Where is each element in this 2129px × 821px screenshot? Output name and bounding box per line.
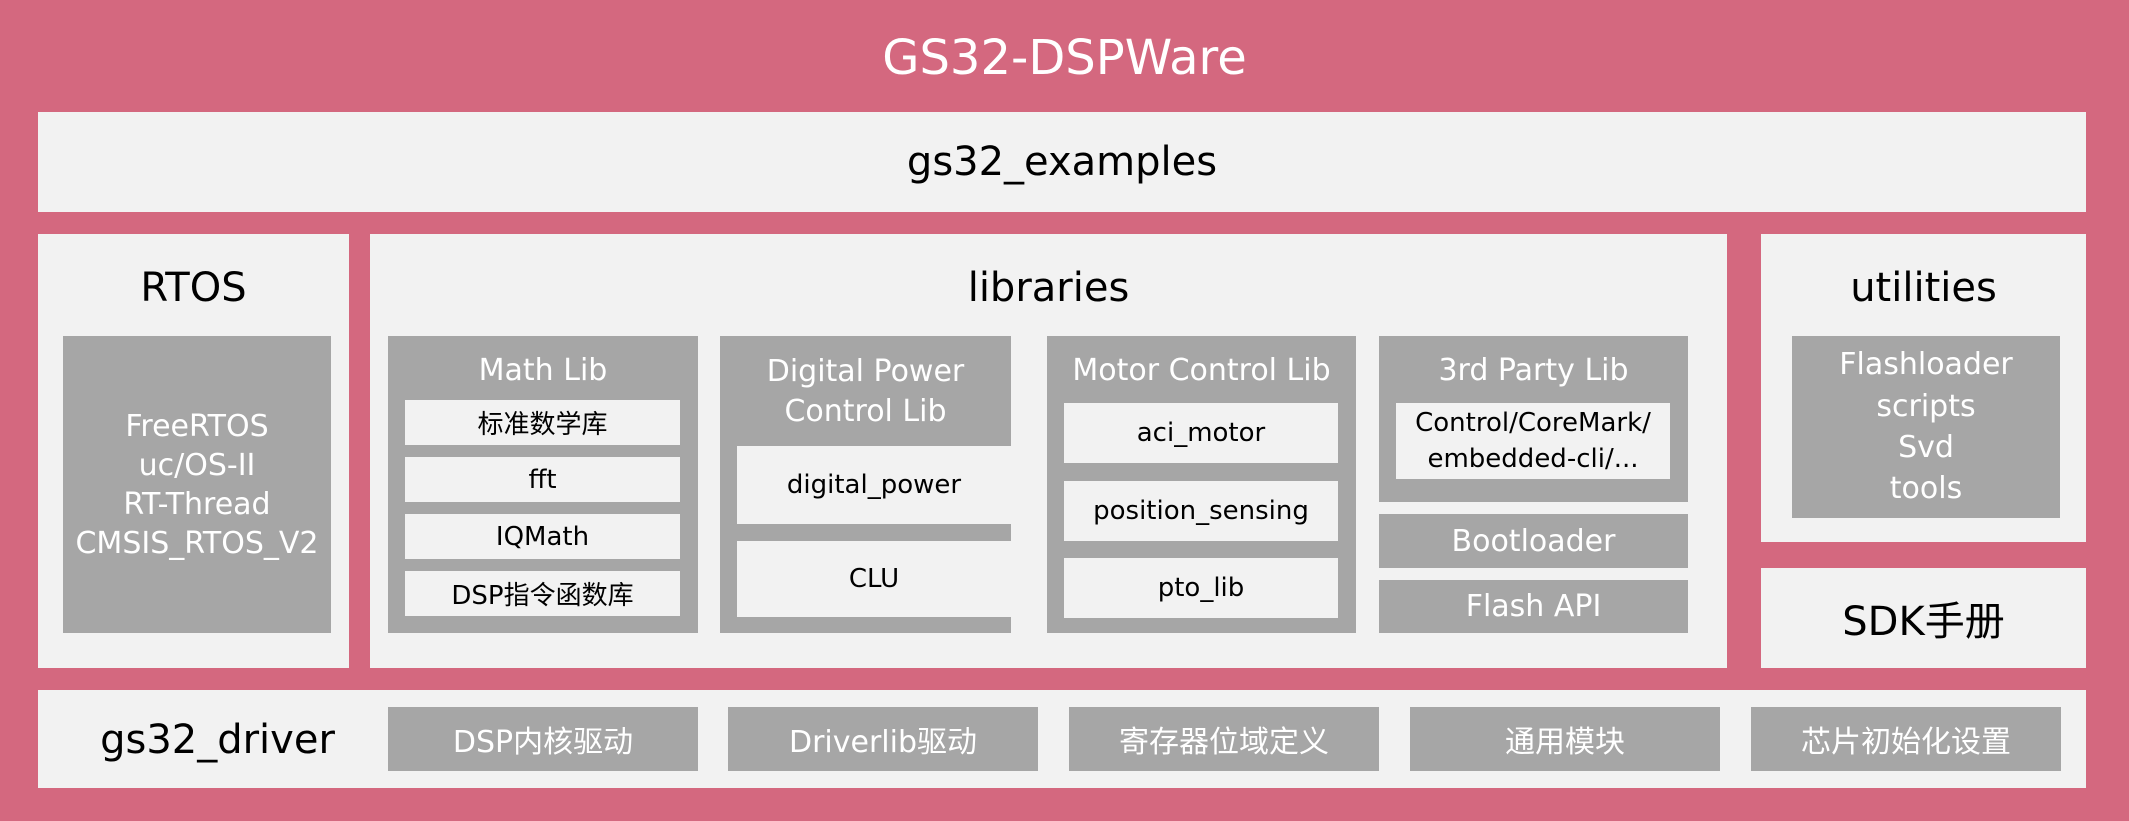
digital-power-title-line: Digital Power bbox=[766, 353, 965, 389]
libraries-title: libraries bbox=[967, 265, 1130, 311]
math-item: DSP指令函数库 bbox=[405, 571, 680, 616]
third-party-lib-title: 3rd Party Lib bbox=[1438, 352, 1629, 388]
utilities-item: Svd bbox=[1898, 430, 1954, 465]
driver-item: Driverlib驱动 bbox=[728, 707, 1038, 771]
examples-panel: gs32_examples bbox=[38, 112, 2086, 212]
driver-item: 寄存器位域定义 bbox=[1069, 707, 1379, 771]
driver-panel bbox=[38, 690, 2086, 788]
motor-item: aci_motor bbox=[1064, 403, 1338, 463]
third-party-line: Control/CoreMark/ bbox=[1415, 407, 1651, 438]
driver-item: 通用模块 bbox=[1410, 707, 1720, 771]
flash-api-box: Flash API bbox=[1379, 580, 1688, 633]
digital-power-item: CLU bbox=[737, 541, 1011, 617]
digital-power-lib-title: Digital Power Control Lib bbox=[720, 350, 1011, 434]
math-lib-title: Math Lib bbox=[478, 352, 608, 388]
utilities-list: Flashloader scripts Svd tools bbox=[1792, 336, 2060, 518]
math-item: IQMath bbox=[405, 514, 680, 559]
rtos-item: CMSIS_RTOS_V2 bbox=[75, 525, 319, 561]
digital-power-title-line: Control Lib bbox=[784, 394, 947, 429]
driver-item: DSP内核驱动 bbox=[388, 707, 698, 771]
rtos-title: RTOS bbox=[140, 265, 247, 311]
driver-item: 芯片初始化设置 bbox=[1751, 707, 2061, 771]
motor-item: pto_lib bbox=[1064, 558, 1338, 618]
third-party-content: Control/CoreMark/ embedded-cli/... bbox=[1396, 403, 1670, 479]
math-item: fft bbox=[405, 457, 680, 502]
digital-power-item: digital_power bbox=[737, 446, 1011, 524]
bootloader-box: Bootloader bbox=[1379, 514, 1688, 568]
examples-label: gs32_examples bbox=[906, 139, 1218, 185]
motor-item: position_sensing bbox=[1064, 481, 1338, 541]
rtos-item: uc/OS-II bbox=[138, 447, 256, 483]
third-party-line: embedded-cli/... bbox=[1427, 444, 1639, 474]
sdk-manual-panel: SDK手册 bbox=[1761, 568, 2086, 668]
driver-title: gs32_driver bbox=[100, 717, 335, 763]
utilities-item: tools bbox=[1889, 471, 1963, 507]
math-item: 标准数学库 bbox=[405, 400, 680, 445]
utilities-item: Flashloader bbox=[1839, 347, 2013, 383]
page-title: GS32-DSPWare bbox=[882, 30, 1247, 86]
utilities-title: utilities bbox=[1850, 265, 1997, 311]
rtos-list: FreeRTOS uc/OS-II RT-Thread CMSIS_RTOS_V… bbox=[63, 336, 331, 633]
motor-control-lib-title: Motor Control Lib bbox=[1072, 352, 1331, 388]
sdk-manual-label: SDK手册 bbox=[1842, 599, 2005, 645]
utilities-item: scripts bbox=[1876, 388, 1976, 424]
rtos-item: RT-Thread bbox=[123, 486, 271, 522]
rtos-item: FreeRTOS bbox=[125, 408, 269, 444]
